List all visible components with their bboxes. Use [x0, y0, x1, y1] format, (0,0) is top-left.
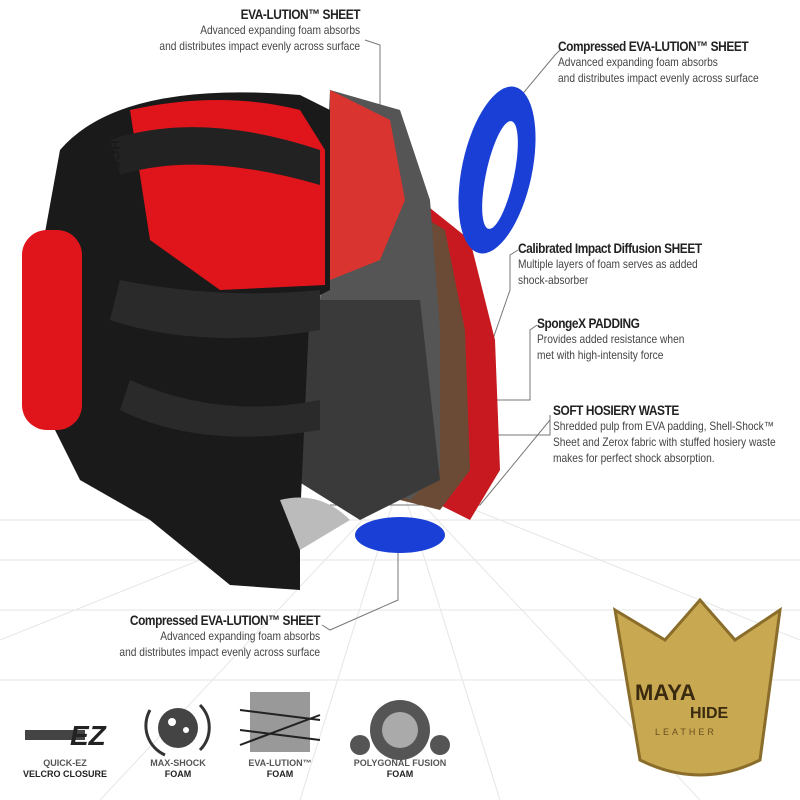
ear-pad [22, 230, 82, 430]
label-eva-lution-sheet: EVA-LUTION™ SHEET Advanced expanding foa… [159, 6, 360, 53]
label-compressed-eva-bottom: Compressed EVA-LUTION™ SHEET Advanced ex… [119, 612, 320, 659]
blue-pad-bottom [355, 517, 445, 553]
polygonal-fusion-icon [350, 700, 450, 760]
eva-lution-icon [239, 692, 321, 752]
label-spongex-padding: SpongeX PADDING Provides added resistanc… [537, 315, 685, 362]
label-soft-hosiery-waste: SOFT HOSIERY WASTE Shredded pulp from EV… [553, 402, 776, 465]
label-compressed-eva-top: Compressed EVA-LUTION™ SHEET Advanced ex… [558, 38, 759, 85]
svg-text:LEATHER: LEATHER [655, 727, 717, 737]
max-shock-icon [144, 703, 211, 757]
maya-hide-logo: MAYA HIDE LEATHER [612, 597, 782, 777]
quick-ez-icon: EZ [25, 720, 107, 751]
svg-text:MAYA: MAYA [635, 680, 696, 705]
label-calibrated-impact: Calibrated Impact Diffusion SHEET Multip… [518, 240, 702, 287]
svg-text:EZ: EZ [70, 720, 107, 751]
svg-text:HIDE: HIDE [690, 705, 729, 722]
helmet-text: HGR T1 [107, 140, 123, 192]
